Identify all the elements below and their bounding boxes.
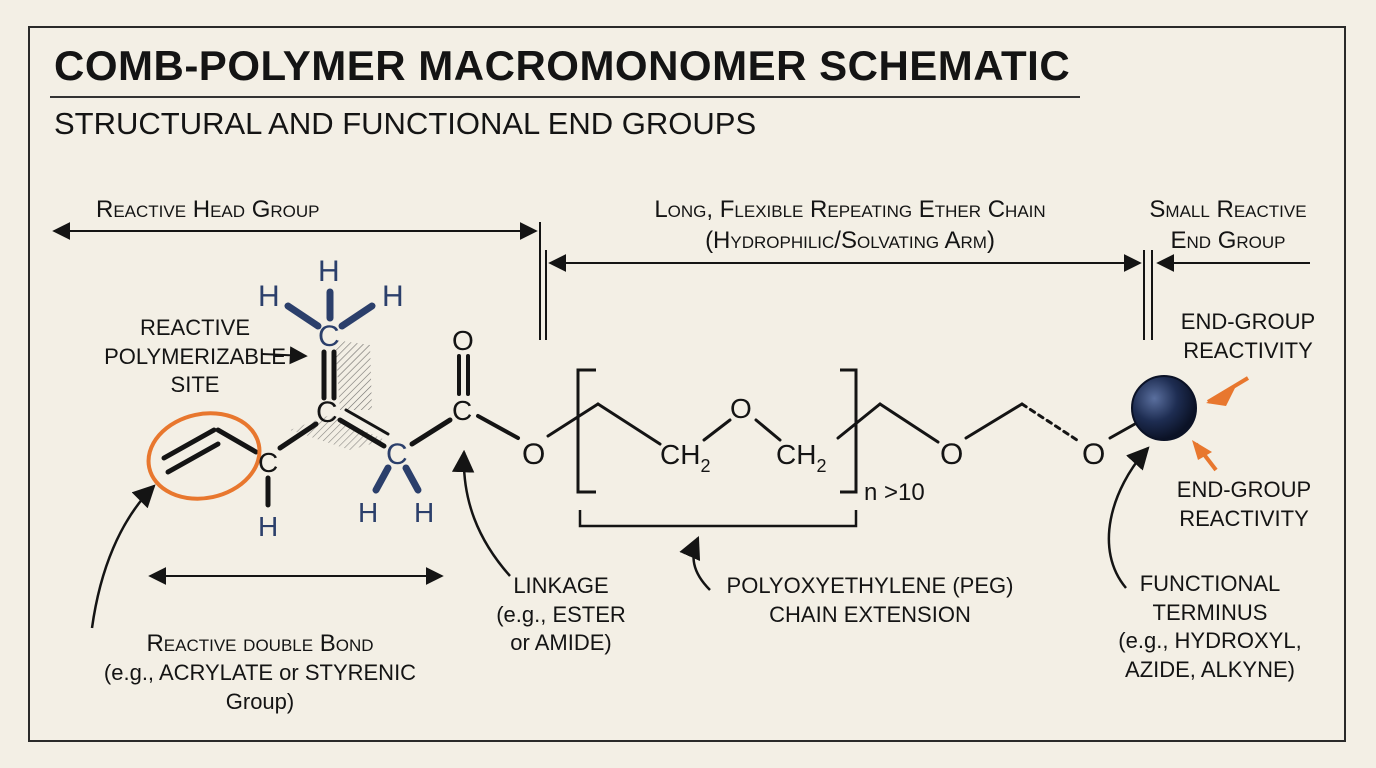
section-chain-label: Long, Flexible Repeating Ether Chain (Hy… xyxy=(654,196,1046,255)
functional-terminus-sphere xyxy=(1131,375,1197,441)
atom-c-center: C xyxy=(316,396,338,429)
c-center-to-right-bond-b xyxy=(344,408,390,436)
atom-h-right-right: H xyxy=(414,497,434,528)
atom-ch2-second: CH2 xyxy=(776,439,826,476)
vinyl-to-c-bond xyxy=(215,427,259,455)
chain-bond-3 xyxy=(754,418,782,442)
repeat-count-label: n >10 xyxy=(864,479,925,506)
double-bond-label: Reactive double Bond (e.g., ACRYLATE or … xyxy=(103,630,417,714)
chain-bond-2 xyxy=(702,418,732,442)
peg-label: POLYOXYETHYLENE (PEG) CHAIN EXTENSION xyxy=(726,573,1014,627)
atom-h-top-right: H xyxy=(382,280,404,313)
atom-h-top-left: H xyxy=(258,280,280,313)
reactivity-arrow-top xyxy=(1206,376,1250,404)
atom-o-terminal: O xyxy=(1082,438,1105,471)
hatched-bond-shading xyxy=(335,340,372,410)
functional-terminus-label: FUNCTIONAL TERMINUS (e.g., HYDROXYL, AZI… xyxy=(1118,571,1302,682)
diagram-subtitle: STRUCTURAL AND FUNCTIONAL END GROUPS xyxy=(54,106,757,141)
atom-o-after-repeat: O xyxy=(940,438,963,471)
atom-o-ester: O xyxy=(522,438,545,471)
atom-o-carbonyl: O xyxy=(452,325,474,356)
end-group-reactivity-top-label: END-GROUP REACTIVITY xyxy=(1180,309,1316,363)
atom-ch2-first: CH2 xyxy=(660,439,710,476)
chain-bond-6 xyxy=(964,402,1024,440)
double-bond-highlight xyxy=(146,411,262,501)
c-left-to-center-bond xyxy=(277,421,319,451)
double-bond-pointer xyxy=(90,484,156,629)
linkage-label: LINKAGE (e.g., ESTER or AMIDE) xyxy=(496,573,626,656)
chain-bond-4 xyxy=(836,402,882,440)
terminus-pointer xyxy=(1107,446,1150,589)
atom-c-right: C xyxy=(386,438,408,471)
atom-h-left-bottom: H xyxy=(258,511,278,542)
section-end-label: Small Reactive End Group xyxy=(1149,196,1307,255)
chain-bond-5 xyxy=(878,402,940,444)
c-top-h-right-bond xyxy=(338,302,376,330)
polymerizable-site-pointer xyxy=(261,346,308,365)
reactivity-arrow-bottom-head xyxy=(1192,440,1212,460)
diagram-frame xyxy=(28,26,1346,742)
repeat-bracket-right xyxy=(840,368,858,494)
repeat-bracket-left xyxy=(576,368,596,494)
atom-c-top: C xyxy=(318,320,340,353)
vinyl-double-bond-upper xyxy=(161,427,217,461)
c-right-to-carbonyl-bond xyxy=(409,417,453,447)
diagram-title: COMB-POLYMER MACROMONOMER SCHEMATIC xyxy=(54,42,1071,89)
c-right-h-left-bond xyxy=(372,464,392,494)
end-group-reactivity-bottom-label: END-GROUP REACTIVITY xyxy=(1176,477,1312,531)
atom-o-chain: O xyxy=(730,393,752,424)
atom-c-carbonyl: C xyxy=(452,395,472,426)
chain-bond-1 xyxy=(596,402,662,446)
c-center-to-right-bond-a xyxy=(337,417,387,449)
reactivity-arrow-top-head xyxy=(1206,386,1236,406)
c-right-h-right-bond xyxy=(402,464,422,494)
peg-bracket xyxy=(578,510,858,528)
polymerizable-site-label: REACTIVE POLYMERIZABLE SITE xyxy=(104,315,286,398)
ester-o-to-chain-bond xyxy=(546,402,600,438)
peg-pointer xyxy=(679,535,711,591)
vinyl-double-bond-lower xyxy=(165,441,221,475)
atom-h-right-left: H xyxy=(358,497,378,528)
section-head-label: Reactive Head Group xyxy=(96,196,320,223)
chain-bond-dashed xyxy=(1020,402,1082,444)
carbonyl-to-ester-o-bond xyxy=(476,414,520,440)
c-top-h-left-bond xyxy=(284,302,322,330)
atom-h-top: H xyxy=(318,255,340,288)
atom-c-left: C xyxy=(258,447,278,478)
linkage-pointer xyxy=(451,449,511,577)
title-underline xyxy=(50,96,1080,98)
